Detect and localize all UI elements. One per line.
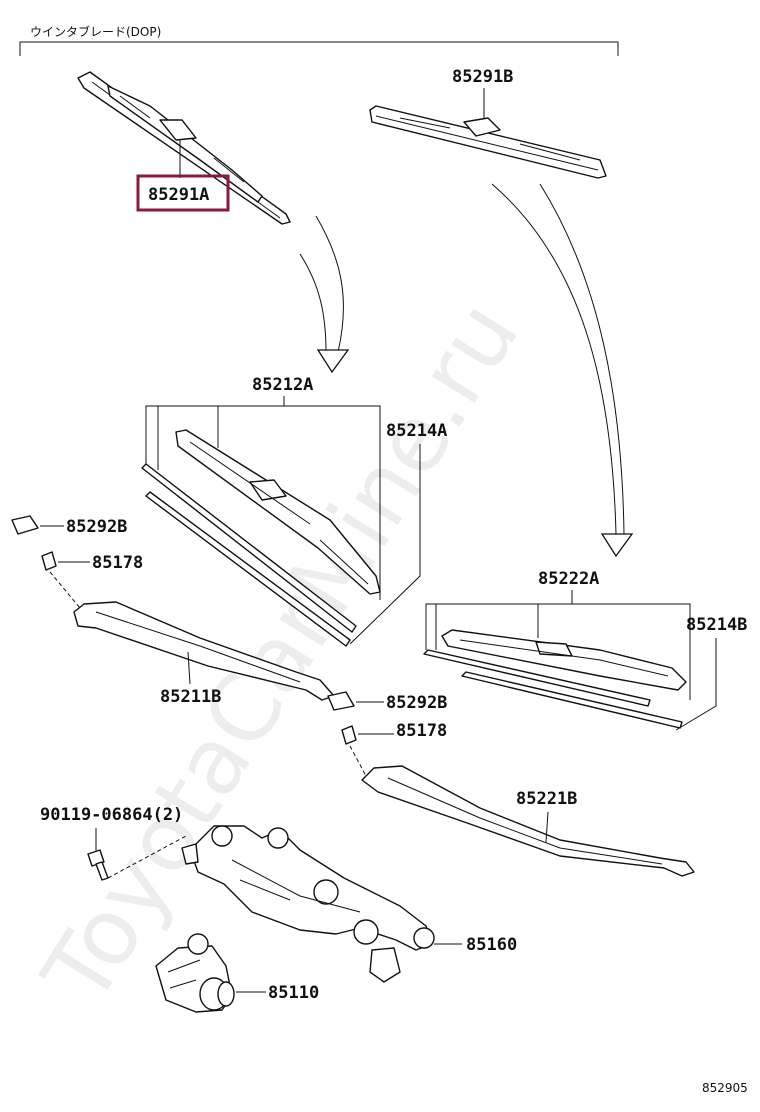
nut-85178-right[interactable] xyxy=(341,725,357,745)
label-85222A[interactable]: 85222A xyxy=(538,569,599,589)
label-85214B[interactable]: 85214B xyxy=(686,615,747,635)
bracket-85212A xyxy=(145,396,381,600)
label-85291A[interactable]: 85291A xyxy=(148,185,209,205)
header-bracket xyxy=(19,41,619,56)
label-85211B[interactable]: 85211B xyxy=(160,687,221,707)
wiper-blade-85291B[interactable] xyxy=(369,105,607,179)
reference-code: 852905 xyxy=(702,1081,748,1095)
leader-85211B xyxy=(187,651,191,685)
wiper-motor-85110[interactable] xyxy=(155,933,235,1013)
wiper-rubber-85214B[interactable] xyxy=(423,649,683,729)
leader-85221B xyxy=(545,811,549,843)
label-85178-left[interactable]: 85178 xyxy=(92,553,143,573)
label-85292B-right[interactable]: 85292B xyxy=(386,693,447,713)
label-85291B[interactable]: 85291B xyxy=(452,67,513,87)
label-85212A[interactable]: 85212A xyxy=(252,375,313,395)
wiper-blade-85222A[interactable] xyxy=(441,629,687,691)
wiper-link-85160[interactable] xyxy=(181,825,435,983)
dash-bolt-to-link xyxy=(107,835,187,879)
wiper-arm-85221B[interactable] xyxy=(361,765,695,877)
leader-85214A xyxy=(349,444,421,645)
label-85178-right[interactable]: 85178 xyxy=(396,721,447,741)
arrow-to-85222A xyxy=(491,183,634,558)
label-90119[interactable]: 90119-06864(2) xyxy=(40,805,183,825)
wiper-rubber-85214A[interactable] xyxy=(141,463,357,647)
dash-85178-right xyxy=(349,745,367,777)
label-85110[interactable]: 85110 xyxy=(268,983,319,1003)
highlight-box-85291A xyxy=(136,174,230,212)
label-85160[interactable]: 85160 xyxy=(466,935,517,955)
dash-85178-left xyxy=(49,571,81,609)
bracket-85222A xyxy=(425,590,691,700)
label-85214A[interactable]: 85214A xyxy=(386,421,447,441)
header-title: ウインタブレード(DOP) xyxy=(30,24,161,39)
label-85221B[interactable]: 85221B xyxy=(516,789,577,809)
nut-85178-left[interactable] xyxy=(41,551,57,571)
wiper-blade-85291A[interactable] xyxy=(77,71,291,225)
wiper-blade-85212A[interactable] xyxy=(175,429,381,595)
leader-85214B xyxy=(675,638,717,731)
cap-85292B-right[interactable] xyxy=(327,691,355,711)
arrow-to-85212A xyxy=(299,215,350,374)
cap-85292B-left[interactable] xyxy=(11,515,39,535)
label-85292B-left[interactable]: 85292B xyxy=(66,517,127,537)
